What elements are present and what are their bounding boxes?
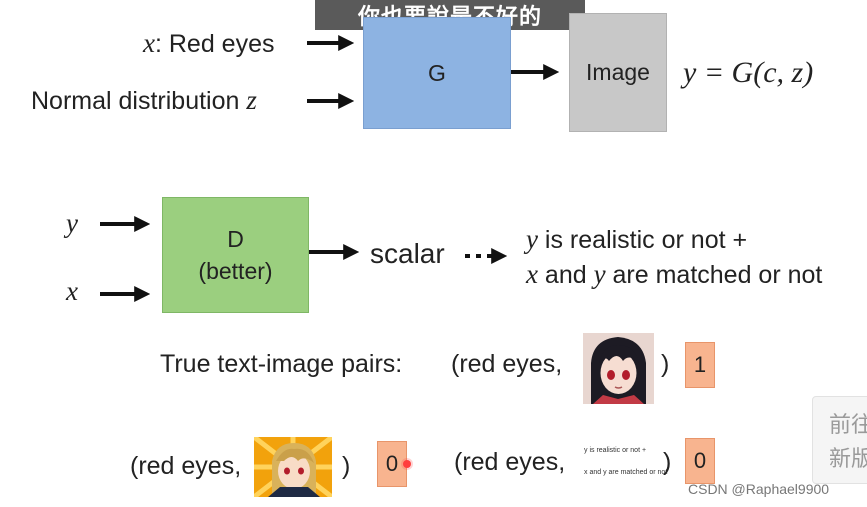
input-z-label: Normal distribution z [31, 85, 257, 116]
generator-label: G [428, 59, 446, 86]
score-3-value: 0 [693, 448, 707, 473]
desc-and-text: and [537, 261, 594, 289]
pair2-close: ) [342, 452, 351, 480]
desc-line1-text: is realistic or not + [537, 226, 748, 254]
true-pairs-label: True text-image pairs: [160, 350, 403, 378]
pair1-open: (red eyes, [451, 350, 563, 378]
score-2-value: 0 [385, 451, 399, 476]
input-x-label: x: Red eyes [143, 28, 275, 59]
pair2-open: (red eyes, [130, 452, 242, 480]
new-version-panel[interactable]: 前往 新版 [812, 396, 867, 484]
scalar-label: scalar [370, 238, 445, 269]
desc-x-var: x [526, 259, 538, 289]
score-1-value: 1 [693, 352, 707, 377]
csdn-watermark: CSDN @Raphael9900 [688, 481, 830, 497]
x-variable: x [143, 28, 155, 58]
pair3-open: (red eyes, [454, 448, 566, 476]
panel-line-2: 新版 [829, 447, 867, 472]
d-description-line2: x and y are matched or not [526, 259, 822, 290]
pair1-close: ) [661, 350, 670, 378]
score-box-3: 0 [685, 438, 715, 484]
score-box-2: 0 [377, 441, 407, 487]
red-eyes-text: : Red eyes [154, 30, 275, 58]
cursor-dot [403, 460, 411, 468]
score-box-1: 1 [685, 342, 715, 388]
noise-line-1: y is realistic or not + [584, 447, 647, 454]
image-box: Image [569, 13, 667, 132]
pair3-close: ) [663, 448, 672, 476]
d-description-line1: y is realistic or not + [526, 224, 747, 255]
generator-equation: y = G(c, z) [683, 56, 814, 89]
desc-line2-text: are matched or not [605, 261, 823, 289]
discriminator-subtitle: (better) [198, 258, 273, 284]
anime-boy-image [254, 437, 332, 497]
noise-text-image: y is realistic or not + x and y are matc… [584, 440, 668, 484]
noise-line-2: x and y are matched or not [584, 469, 668, 476]
anime-girl-image [583, 333, 654, 404]
d-input-y: y [66, 208, 78, 238]
image-label: Image [586, 59, 650, 85]
panel-line-1: 前往 [829, 413, 867, 438]
generator-box: G [363, 17, 511, 129]
discriminator-title: D [227, 226, 244, 252]
desc-y-var-2: y [593, 259, 606, 289]
z-variable: z [246, 85, 257, 115]
discriminator-box: D (better) [162, 197, 309, 313]
desc-y-var: y [526, 224, 538, 254]
d-input-x: x [66, 276, 78, 306]
normal-distribution-text: Normal distribution [31, 87, 240, 115]
